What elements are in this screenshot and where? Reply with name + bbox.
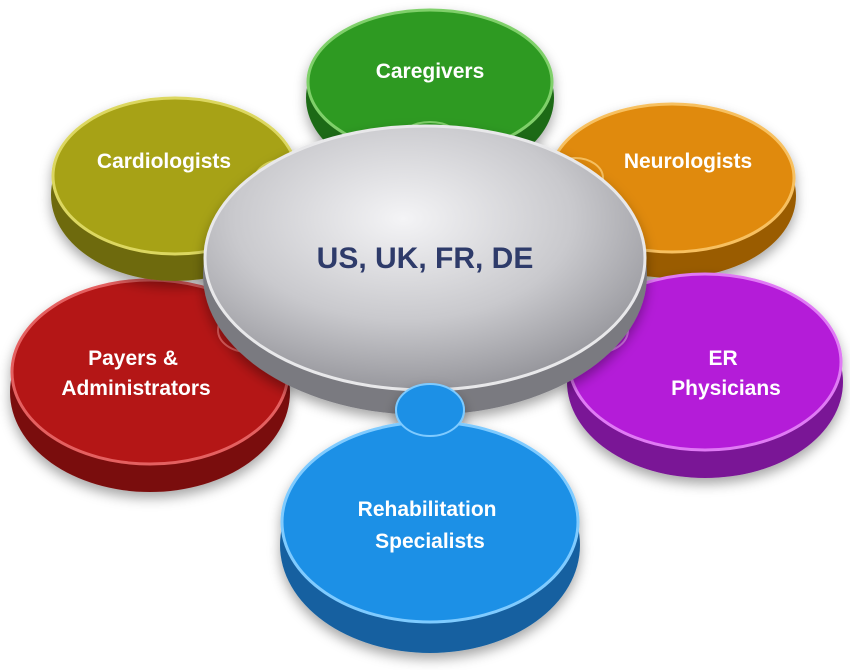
petal-cardiologists-line-1: Cardiologists: [97, 150, 231, 173]
petal-neurologists-line-1: Neurologists: [624, 150, 752, 173]
petal-er-physicians-label: ER Physicians: [671, 347, 781, 400]
petal-payers-label: Payers & Administrators: [61, 347, 210, 400]
petals-group: Caregivers Neurologists ER Physicians: [10, 8, 843, 653]
petal-neurologists-label: Neurologists: [624, 150, 752, 173]
center-hub: US, UK, FR, DE: [203, 124, 647, 415]
center-hub-label: US, UK, FR, DE: [317, 242, 534, 275]
petal-er-physicians-line-1: ER: [708, 347, 737, 370]
petal-payers-line-1: Payers &: [88, 347, 184, 370]
petal-rehab-tab: [395, 383, 465, 437]
petal-rehab-face: [280, 420, 580, 624]
petal-rehab-line-1: Rehabilitation: [358, 498, 497, 521]
petal-caregivers-label: Caregivers: [376, 60, 485, 83]
petal-rehab-label: Rehabilitation Specialists: [358, 498, 503, 553]
petal-caregivers-line-1: Caregivers: [376, 60, 485, 83]
petal-cardiologists-label: Cardiologists: [97, 150, 231, 173]
petal-payers-line-2: Administrators: [61, 377, 210, 400]
petal-rehab-line-2: Specialists: [375, 530, 485, 553]
petal-er-physicians-line-2: Physicians: [671, 377, 781, 400]
petal-rehabilitation-specialists: Rehabilitation Specialists: [280, 383, 580, 653]
